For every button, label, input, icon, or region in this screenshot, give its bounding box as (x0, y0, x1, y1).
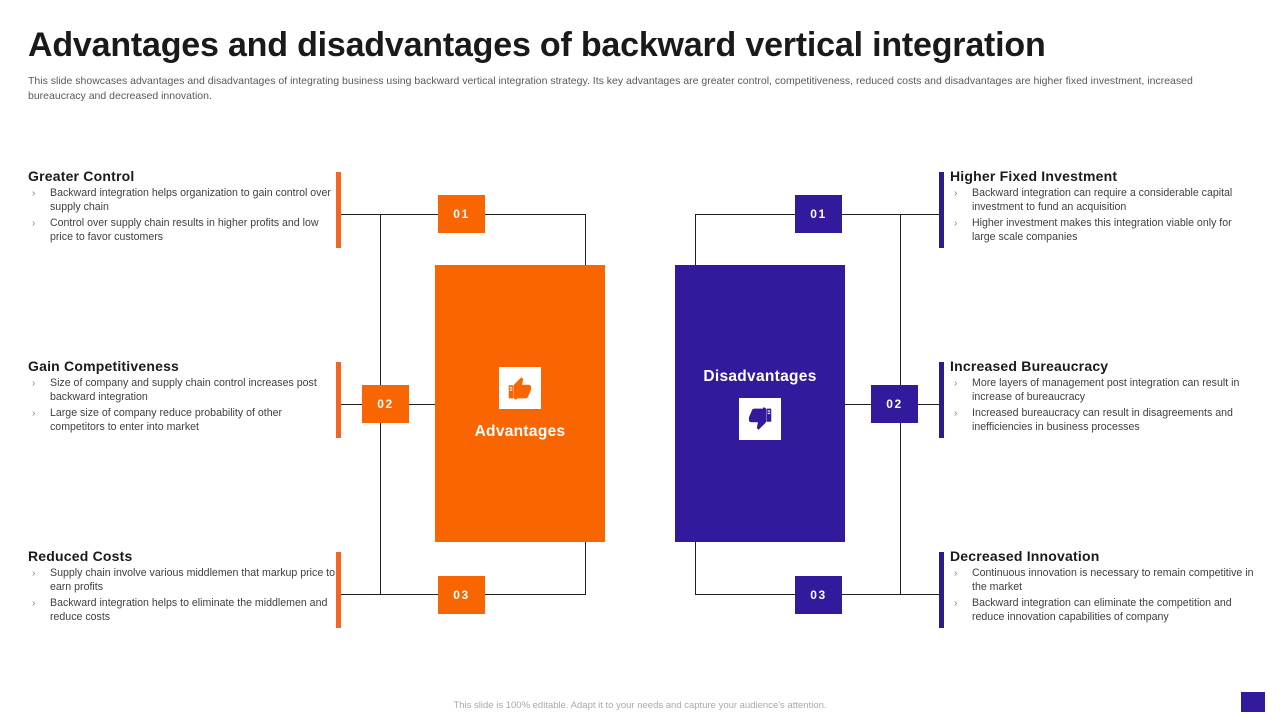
chevron-right-icon: › (954, 597, 958, 609)
connector-advantages-spur-01 (338, 214, 438, 215)
accent-bar-greater-control (336, 172, 341, 248)
accent-bar-decreased-innovation (939, 552, 944, 628)
list-item-text: More layers of management post integrati… (972, 377, 1240, 403)
list-item-text: Size of company and supply chain control… (50, 377, 317, 403)
chevron-right-icon: › (954, 568, 958, 579)
text-block-higher-fixed-investment: Higher Fixed Investment › Backward integ… (950, 168, 1255, 247)
page-title: Advantages and disadvantages of backward… (28, 26, 1046, 64)
text-block-increased-bureaucracy: Increased Bureaucracy › More layers of m… (950, 358, 1255, 437)
accent-bar-higher-fixed-investment (939, 172, 944, 248)
list-item: › Backward integration helps to eliminat… (28, 597, 338, 625)
bullet-list-decreased-innovation: › Continuous innovation is necessary to … (950, 567, 1255, 625)
bullet-list-higher-fixed-investment: › Backward integration can require a con… (950, 187, 1255, 245)
slide-header: Advantages and disadvantages of backward… (28, 26, 1258, 105)
list-item-text: Higher investment makes this integration… (972, 216, 1232, 243)
panel-disadvantages-label: Disadvantages (703, 367, 817, 385)
footer-note: This slide is 100% editable. Adapt it to… (453, 700, 827, 711)
list-item: › Large size of company reduce probabili… (28, 407, 338, 435)
text-block-gain-competitiveness: Gain Competitiveness › Size of company a… (28, 358, 338, 437)
list-item: › Higher investment makes this integrati… (950, 217, 1255, 245)
bullet-list-increased-bureaucracy: › More layers of management post integra… (950, 377, 1255, 435)
badge-advantages-02[interactable]: 02 (362, 385, 409, 423)
corner-accent-mark (1241, 692, 1265, 712)
text-block-greater-control: Greater Control › Backward integration h… (28, 168, 338, 247)
list-item-text: Backward integration helps to eliminate … (50, 596, 328, 623)
panel-advantages-label: Advantages (474, 422, 566, 440)
list-item: › More layers of management post integra… (950, 377, 1255, 405)
chevron-right-icon: › (32, 407, 36, 419)
list-item-text: Increased bureaucracy can result in disa… (972, 406, 1233, 433)
list-item-text: Backward integration can require a consi… (972, 187, 1233, 213)
connector-disadvantages-tail-02 (843, 404, 871, 405)
badge-disadvantages-01[interactable]: 01 (795, 195, 842, 233)
list-item-text: Large size of company reduce probability… (50, 406, 283, 433)
connector-advantages-tail-02 (409, 404, 437, 405)
chevron-right-icon: › (954, 407, 958, 419)
bullet-list-greater-control: › Backward integration helps organizatio… (28, 187, 338, 245)
connector-advantages-spur-02 (338, 404, 362, 405)
text-block-decreased-innovation: Decreased Innovation › Continuous innova… (950, 548, 1255, 627)
list-item: › Size of company and supply chain contr… (28, 377, 338, 405)
chevron-right-icon: › (954, 188, 958, 199)
heading-gain-competitiveness: Gain Competitiveness (28, 358, 180, 374)
list-item: › Continuous innovation is necessary to … (950, 567, 1255, 595)
chevron-right-icon: › (32, 188, 36, 199)
accent-bar-reduced-costs (336, 552, 341, 628)
connector-disadvantages-spur-01 (842, 214, 942, 215)
list-item: › Backward integration can eliminate the… (950, 597, 1255, 625)
list-item: › Control over supply chain results in h… (28, 217, 338, 245)
badge-disadvantages-02[interactable]: 02 (871, 385, 918, 423)
panel-disadvantages[interactable]: Disadvantages (675, 265, 845, 542)
list-item: › Backward integration can require a con… (950, 187, 1255, 215)
text-block-reduced-costs: Reduced Costs › Supply chain involve var… (28, 548, 338, 627)
thumbs-up-icon (499, 366, 541, 409)
heading-reduced-costs: Reduced Costs (28, 548, 133, 564)
bullet-list-reduced-costs: › Supply chain involve various middlemen… (28, 567, 338, 625)
list-item-text: Control over supply chain results in hig… (50, 216, 319, 243)
list-item-text: Backward integration helps organization … (50, 187, 331, 213)
accent-bar-increased-bureaucracy (939, 362, 944, 438)
accent-bar-gain-competitiveness (336, 362, 341, 438)
heading-increased-bureaucracy: Increased Bureaucracy (950, 358, 1109, 374)
panel-advantages[interactable]: Advantages (435, 265, 605, 542)
list-item-text: Backward integration can eliminate the c… (972, 596, 1232, 623)
heading-greater-control: Greater Control (28, 168, 135, 184)
connector-advantages-spur-03 (338, 594, 438, 595)
chevron-right-icon: › (32, 378, 36, 389)
connector-disadvantages-spur-03 (842, 594, 942, 595)
chevron-right-icon: › (32, 217, 36, 229)
chevron-right-icon: › (954, 217, 958, 229)
heading-decreased-innovation: Decreased Innovation (950, 548, 1100, 564)
list-item-text: Supply chain involve various middlemen t… (50, 567, 335, 593)
chevron-right-icon: › (32, 568, 36, 579)
chevron-right-icon: › (954, 378, 958, 389)
slide-description: This slide showcases advantages and disa… (28, 75, 1193, 103)
chevron-right-icon: › (32, 597, 36, 609)
thumbs-down-icon (739, 397, 781, 440)
list-item: › Increased bureaucracy can result in di… (950, 407, 1255, 435)
list-item-text: Continuous innovation is necessary to re… (972, 567, 1254, 593)
list-item: › Supply chain involve various middlemen… (28, 567, 338, 595)
badge-advantages-01[interactable]: 01 (438, 195, 485, 233)
heading-higher-fixed-investment: Higher Fixed Investment (950, 168, 1118, 184)
badge-disadvantages-03[interactable]: 03 (795, 576, 842, 614)
badge-advantages-03[interactable]: 03 (438, 576, 485, 614)
list-item: › Backward integration helps organizatio… (28, 187, 338, 215)
bullet-list-gain-competitiveness: › Size of company and supply chain contr… (28, 377, 338, 435)
